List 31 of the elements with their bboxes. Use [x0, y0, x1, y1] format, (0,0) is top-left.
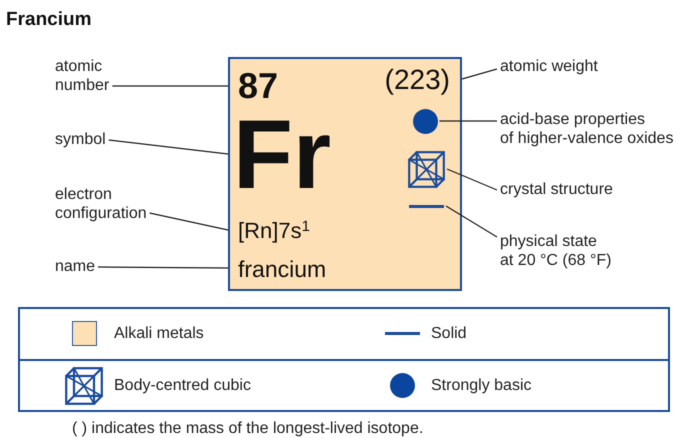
title: Francium: [6, 10, 92, 28]
element-symbol: Fr: [230, 105, 331, 203]
dash-icon: [409, 204, 444, 208]
element-tile: [228, 57, 462, 291]
electron-configuration: [Rn]7s$^{1}$: [230, 220, 310, 242]
callout-label: atomic number: [55, 57, 110, 95]
footnote: ( ) indicates the mass of the longest-lived isotope.: [72, 419, 424, 438]
callout-label: crystal structure: [500, 180, 613, 199]
callout-label: atomic weight: [500, 57, 598, 76]
leader-line: [446, 168, 498, 191]
leader-line: [98, 266, 228, 269]
callout-label: electron configuration: [55, 184, 147, 222]
leader-line: [112, 85, 228, 87]
legend-label: Solid: [431, 324, 467, 342]
dot-icon: [412, 108, 438, 134]
callout-label: symbol: [55, 130, 106, 148]
leader-line: [462, 68, 498, 80]
callout-label: acid-base properties of higher-valence oxides: [500, 110, 674, 148]
leader-line: [440, 120, 497, 122]
callout-label: name: [55, 257, 96, 276]
legend-label: Strongly basic: [431, 376, 532, 394]
leader-line: [108, 139, 228, 155]
atomic-number: 87: [230, 68, 278, 104]
legend-label: Body-centred cubic: [114, 376, 251, 394]
legend-label: Alkali metals: [114, 324, 204, 342]
cube-icon: [408, 151, 445, 188]
leader-line: [149, 212, 228, 231]
leader-line: [446, 205, 498, 238]
element-name: francium: [230, 258, 326, 280]
callout-label: physical state at 20 °C (68 °F): [500, 232, 612, 270]
atomic-weight: (223): [384, 66, 460, 94]
